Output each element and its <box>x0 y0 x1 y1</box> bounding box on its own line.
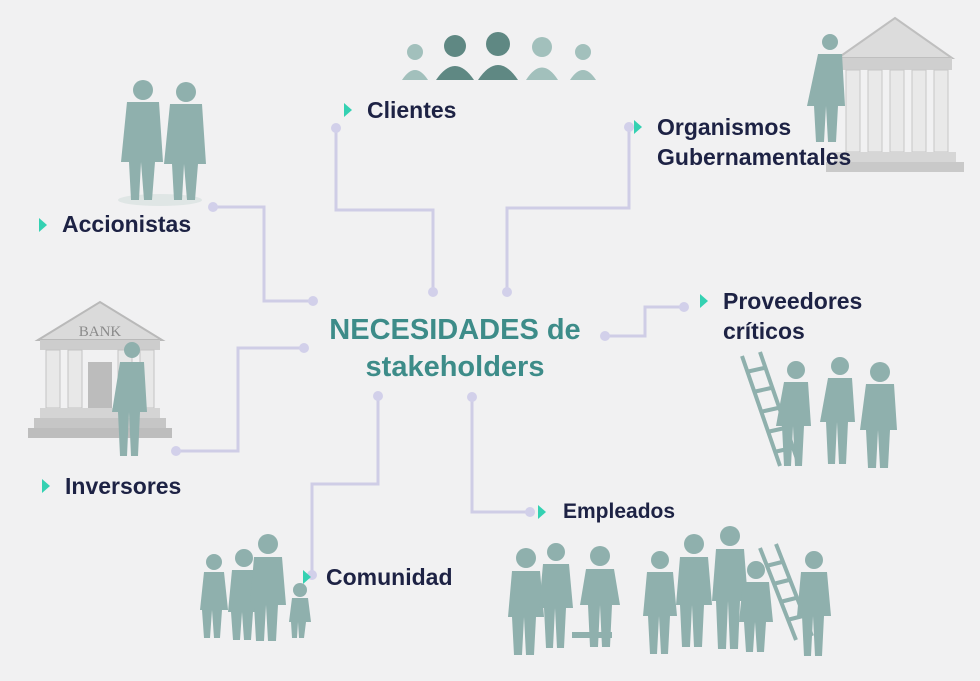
bank-building-icon: BANK <box>28 300 172 456</box>
suppliers-workers-icon <box>740 351 897 468</box>
label-comunidad: Comunidad <box>326 564 453 590</box>
clientes-avatars-icon <box>402 32 596 80</box>
bank-sign: BANK <box>79 324 122 340</box>
connector-proveedores <box>605 305 684 338</box>
label-clientes: Clientes <box>367 97 457 123</box>
organismos-arrow-icon <box>634 120 642 134</box>
label-proveedores-line1: Proveedores <box>723 288 863 314</box>
label-empleados: Empleados <box>563 500 676 523</box>
proveedores-arrow-icon <box>700 294 708 308</box>
label-organismos-line2: Gubernamentales <box>657 144 852 170</box>
connector-inversores <box>176 346 304 453</box>
center-title: NECESIDADES de stakeholders <box>290 312 620 386</box>
accionistas-arrow-icon <box>39 218 47 232</box>
label-proveedores: Proveedores críticos <box>723 286 862 346</box>
employees-workers-icon <box>508 526 831 656</box>
label-organismos-line1: Organismos <box>657 114 792 140</box>
connector-organismos <box>505 127 631 292</box>
label-accionistas: Accionistas <box>62 211 192 237</box>
connector-dots <box>171 122 689 580</box>
center-title-line1: NECESIDADES de <box>329 314 581 346</box>
inversores-arrow-icon <box>42 479 50 493</box>
connector-comunidad <box>310 396 380 575</box>
shareholders-silhouette-icon <box>118 80 206 206</box>
connector-empleados <box>470 397 530 514</box>
label-proveedores-line2: críticos <box>723 318 805 344</box>
label-organismos: Organismos Gubernamentales <box>657 112 851 172</box>
label-inversores: Inversores <box>65 473 182 499</box>
comunidad-arrow-icon <box>303 570 311 584</box>
connector-clientes <box>334 128 435 292</box>
empleados-arrow-icon <box>538 505 546 519</box>
government-building-icon <box>807 16 964 172</box>
connectors <box>176 127 684 575</box>
clientes-arrow-icon <box>344 103 352 117</box>
connector-accionistas <box>213 205 313 303</box>
center-title-line2: stakeholders <box>365 351 545 383</box>
community-family-icon <box>200 534 311 641</box>
